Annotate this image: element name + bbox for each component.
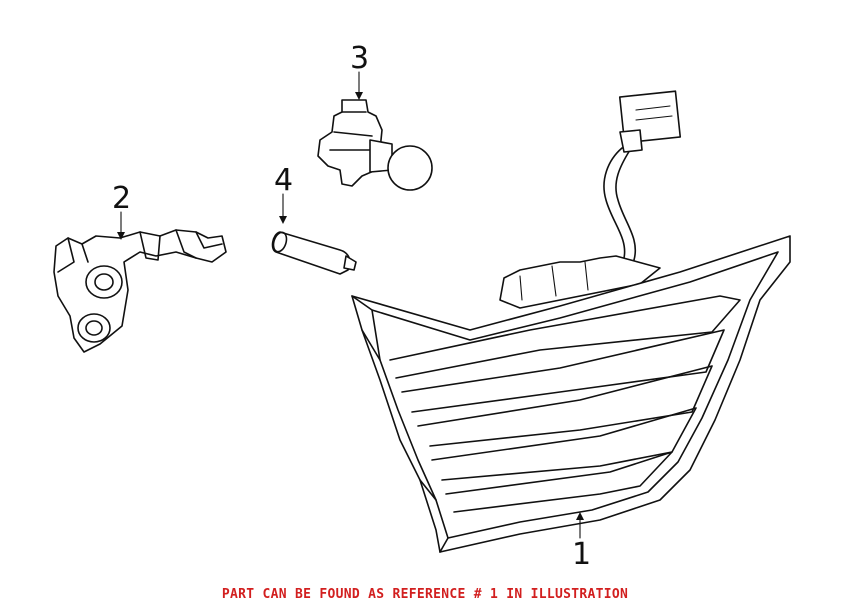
wedge-bulb: [271, 231, 357, 275]
bulb-with-socket: [317, 99, 433, 191]
callout-2: 2: [112, 181, 131, 216]
callout-4: 4: [274, 163, 293, 198]
tail-lamp-assembly: [351, 90, 791, 553]
reference-caption: PART CAN BE FOUND AS REFERENCE # 1 IN IL…: [221, 587, 629, 602]
callout-3: 3: [350, 41, 369, 76]
bulb-holder-bracket: [53, 229, 227, 353]
callout-1: 1: [572, 537, 591, 572]
